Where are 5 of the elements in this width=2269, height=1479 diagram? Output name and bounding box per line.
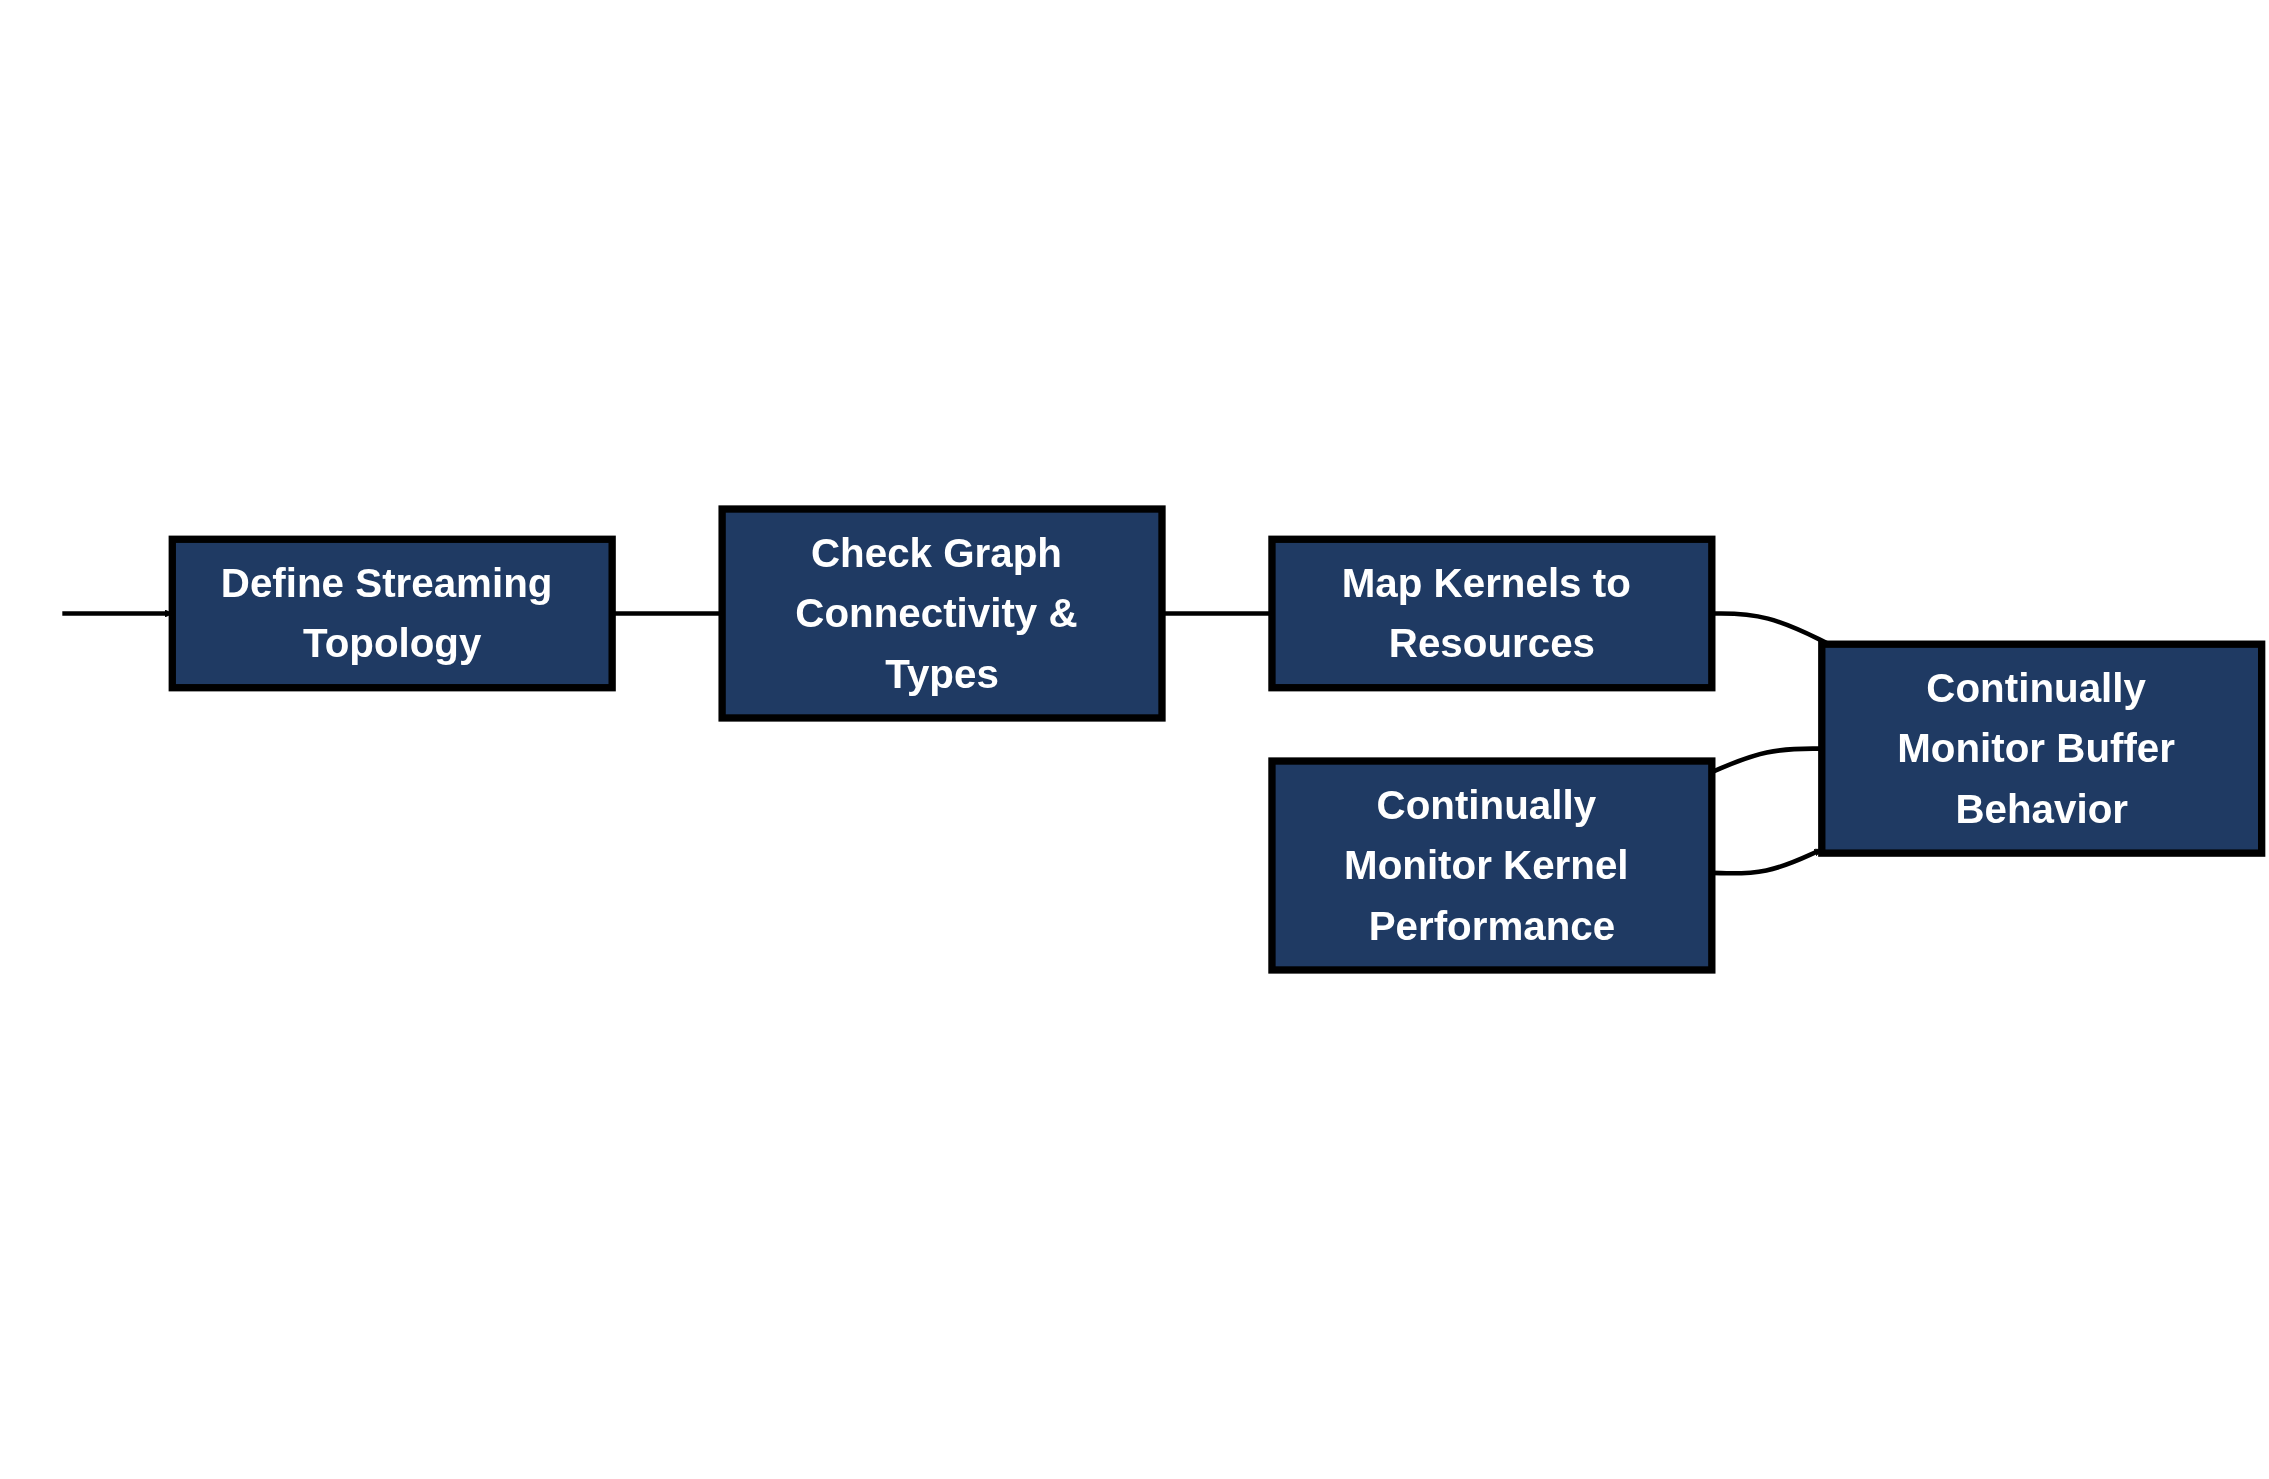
node-box: Continually Monitor Kernel Performance xyxy=(1268,757,1716,974)
node-box: Continually Monitor Buffer Behavior xyxy=(1818,640,2266,857)
node-box: Check Graph Connectivity & Types xyxy=(718,505,1166,722)
node-box: Map Kernels to Resources xyxy=(1268,535,1716,692)
node-box: Define Streaming Topology xyxy=(168,535,616,692)
